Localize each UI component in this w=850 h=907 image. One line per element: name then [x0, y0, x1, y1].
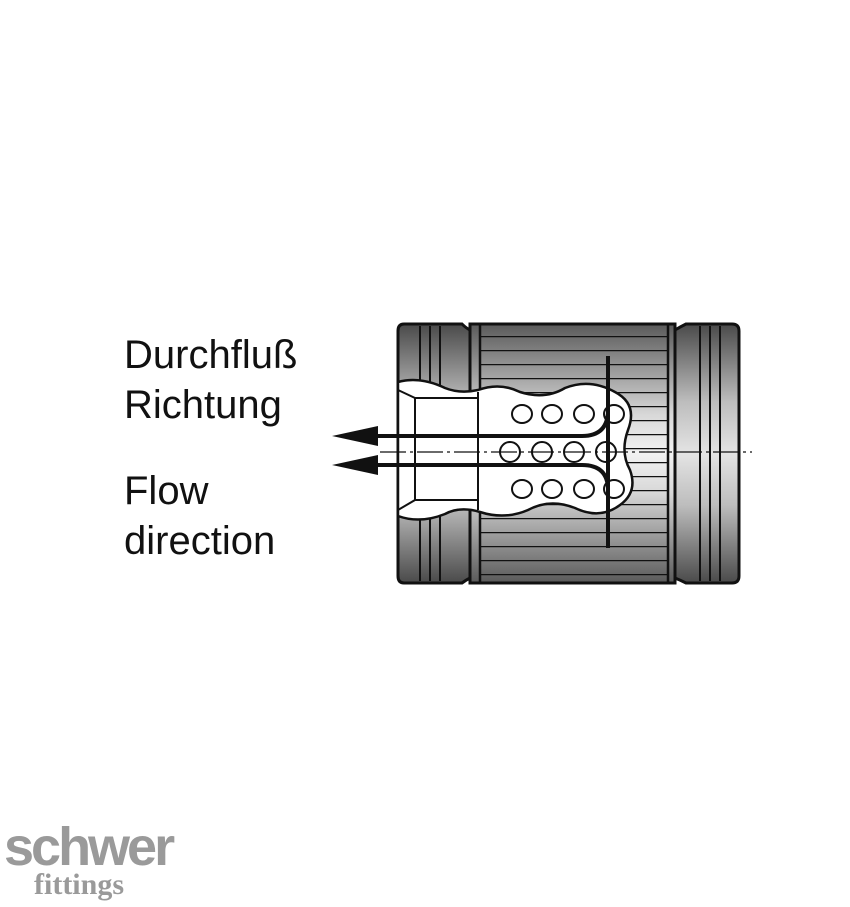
- label-de-line1: Durchfluß: [124, 333, 298, 377]
- brand-logo: schwer fittings: [0, 820, 200, 900]
- logo-sub-text: fittings: [34, 868, 124, 901]
- logo-main-text: schwer: [4, 817, 175, 877]
- flow-arrows: [332, 380, 610, 520]
- label-en-line2: direction: [124, 519, 276, 563]
- label-de-line2: Richtung: [124, 383, 282, 427]
- flow-direction-label-english: Flow direction: [124, 466, 275, 566]
- perforation-holes: [499, 404, 625, 499]
- flow-direction-label-german: Durchfluß Richtung: [124, 330, 297, 430]
- right-cap: [673, 322, 741, 585]
- label-en-line1: Flow: [124, 469, 209, 513]
